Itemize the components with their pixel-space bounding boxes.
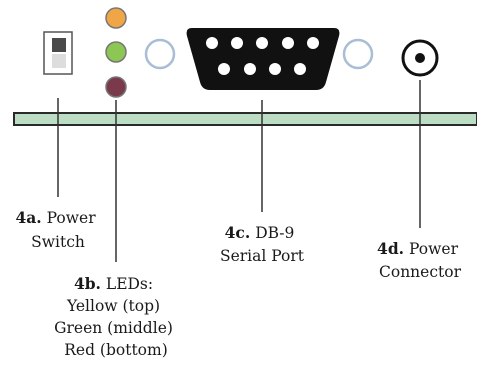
db9-pin xyxy=(256,37,268,49)
label-4c: 4c. DB-9 Serial Port xyxy=(220,223,305,265)
power-switch[interactable] xyxy=(43,31,73,75)
port-ring-left xyxy=(144,38,176,70)
power-connector[interactable] xyxy=(401,39,439,77)
led-green xyxy=(105,41,127,63)
port-ring-right xyxy=(342,38,374,70)
label-4d-line: Connector xyxy=(379,263,462,281)
label-4a: 4a. Power Switch xyxy=(15,208,100,251)
label-4b-line: Yellow (top) xyxy=(66,297,160,315)
db9-pin xyxy=(307,37,319,49)
db9-pin xyxy=(269,63,281,75)
led-yellow xyxy=(105,7,127,29)
db9-pin xyxy=(218,63,230,75)
label-4b-line: 4b. LEDs: xyxy=(74,274,153,293)
db9-pin xyxy=(206,37,218,49)
db9-pin xyxy=(294,63,306,75)
power-switch-toggle xyxy=(52,38,66,52)
power-connector-pin xyxy=(415,53,425,63)
label-4b-line: Red (bottom) xyxy=(64,341,168,359)
db9-serial-port[interactable] xyxy=(186,28,340,90)
label-4b: 4b. LEDs: Yellow (top) Green (middle) Re… xyxy=(54,274,178,359)
label-4d: 4d. Power Connector xyxy=(377,239,463,281)
power-switch-toggle-bottom xyxy=(52,54,66,68)
label-4a-line: Switch xyxy=(31,233,85,251)
db9-pin xyxy=(231,37,243,49)
label-4b-line: Green (middle) xyxy=(54,319,173,337)
db9-pin xyxy=(244,63,256,75)
circuit-board xyxy=(13,112,477,126)
label-4c-line: 4c. DB-9 xyxy=(225,223,295,242)
led-red xyxy=(105,76,127,98)
label-4a-line: 4a. Power xyxy=(15,208,96,227)
db9-pin xyxy=(282,37,294,49)
label-4c-line: Serial Port xyxy=(220,247,305,265)
label-4d-line: 4d. Power xyxy=(377,239,459,258)
